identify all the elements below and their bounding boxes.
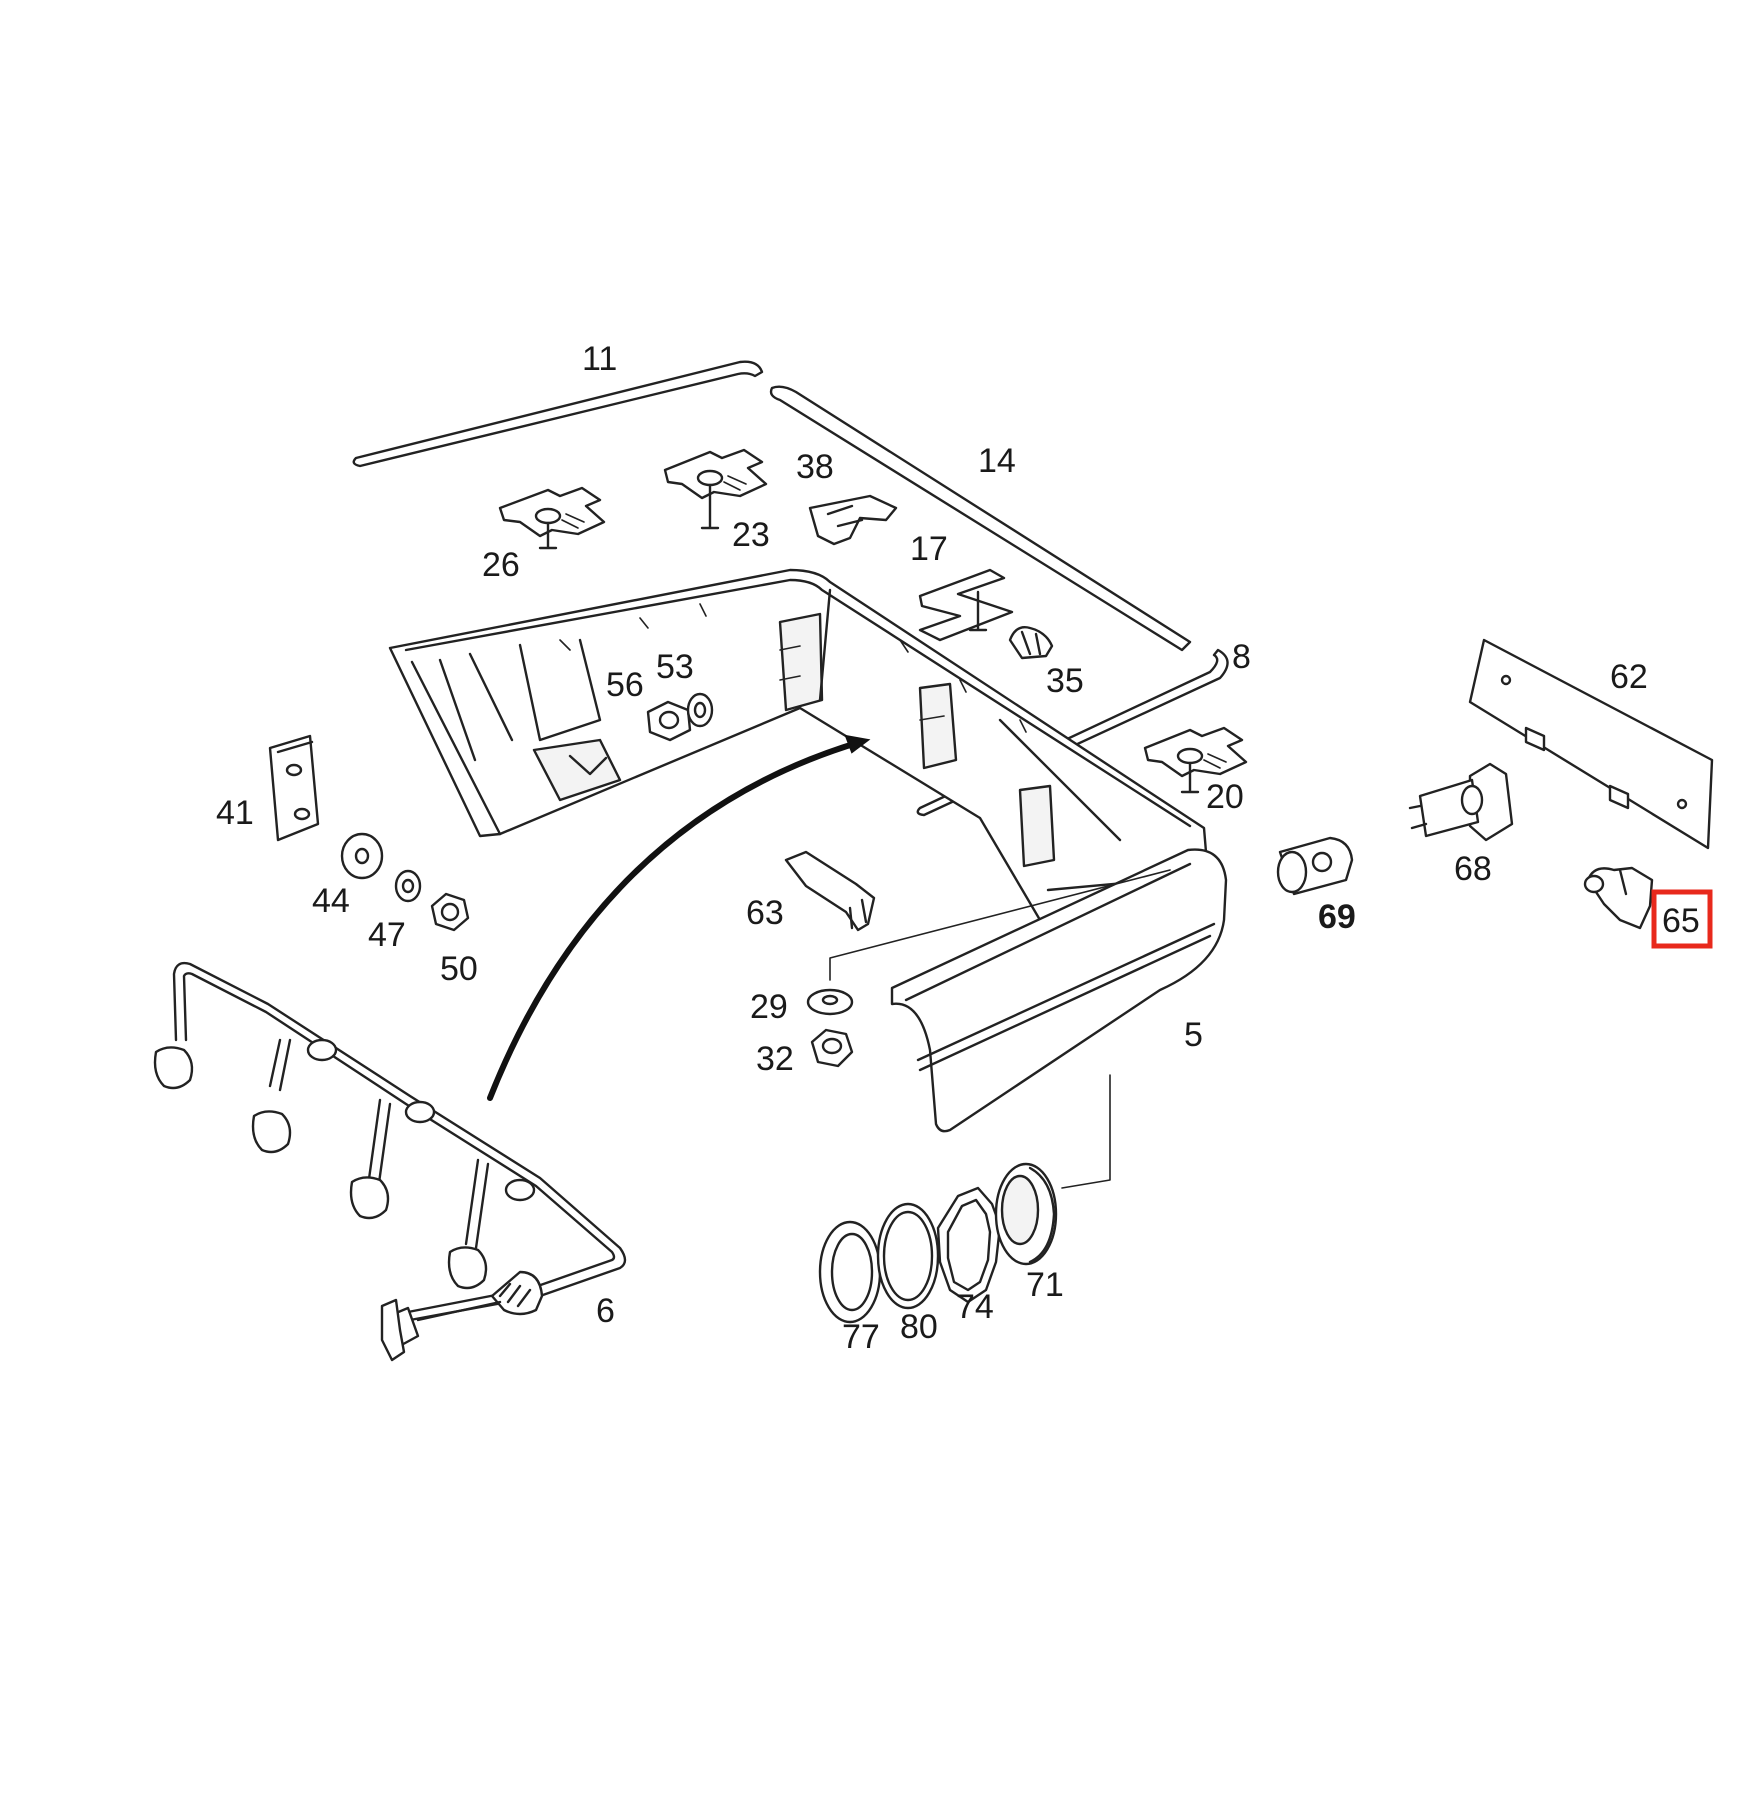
label-56: 56 (606, 666, 644, 704)
part-63-bracket (784, 850, 876, 932)
part-labels: 11 14 38 23 26 17 35 8 62 56 53 20 41 68… (216, 340, 1700, 1356)
label-35: 35 (1046, 662, 1084, 700)
label-6: 6 (596, 1292, 615, 1330)
part-44-washer (340, 832, 384, 880)
label-74: 74 (956, 1288, 994, 1326)
part-11-moulding (352, 360, 764, 468)
label-29: 29 (750, 988, 788, 1026)
part-47-washer (394, 869, 422, 903)
label-17: 17 (910, 530, 948, 568)
label-20: 20 (1206, 778, 1244, 816)
label-44: 44 (312, 882, 350, 920)
label-50: 50 (440, 950, 478, 988)
assembly-arrow (487, 734, 871, 1101)
label-38: 38 (796, 448, 834, 486)
part-38-bracket (808, 494, 898, 546)
part-69-sensor (1276, 836, 1354, 896)
label-62: 62 (1610, 658, 1648, 696)
part-80-ring (876, 1202, 940, 1310)
part-74-ring (936, 1186, 1002, 1304)
part-32-nut (810, 1028, 854, 1068)
part-14-moulding (769, 385, 1192, 652)
part-6-wiring-harness (153, 961, 627, 1362)
part-17-clip (918, 568, 1014, 642)
part-50-nut (430, 892, 470, 932)
label-32: 32 (756, 1040, 794, 1078)
part-23-clip (663, 448, 768, 530)
part-56-nut (646, 700, 692, 742)
highlight-box-65 (1651, 889, 1713, 949)
label-77: 77 (842, 1318, 880, 1356)
label-11: 11 (582, 340, 617, 378)
leader-lines (829, 869, 1171, 1189)
part-77-ring (818, 1220, 882, 1324)
part-68-sensor-holder (1408, 762, 1514, 842)
part-71-bezel (994, 1162, 1058, 1266)
label-68: 68 (1454, 850, 1492, 888)
label-8: 8 (1232, 638, 1251, 676)
label-23: 23 (732, 516, 770, 554)
label-71: 71 (1026, 1266, 1064, 1304)
label-80: 80 (900, 1308, 938, 1346)
label-47: 47 (368, 916, 406, 954)
label-26: 26 (482, 546, 520, 584)
part-5-bumper-cover (890, 848, 1228, 1133)
part-20-clip (1143, 726, 1248, 794)
label-41: 41 (216, 794, 254, 832)
part-65-clip (1583, 866, 1654, 930)
label-69: 69 (1318, 898, 1356, 936)
part-53-washer (686, 692, 714, 728)
label-14: 14 (978, 442, 1016, 480)
label-53: 53 (656, 648, 694, 686)
label-65: 65 (1662, 902, 1700, 940)
part-41-plate (268, 734, 320, 842)
label-63: 63 (746, 894, 784, 932)
part-62-cover-plate (1468, 638, 1714, 850)
part-35-pad (1008, 626, 1054, 660)
label-5: 5 (1184, 1016, 1203, 1054)
bumper-shell (388, 568, 1212, 922)
part-29-washer (806, 988, 854, 1016)
part-26-clip (498, 486, 606, 550)
